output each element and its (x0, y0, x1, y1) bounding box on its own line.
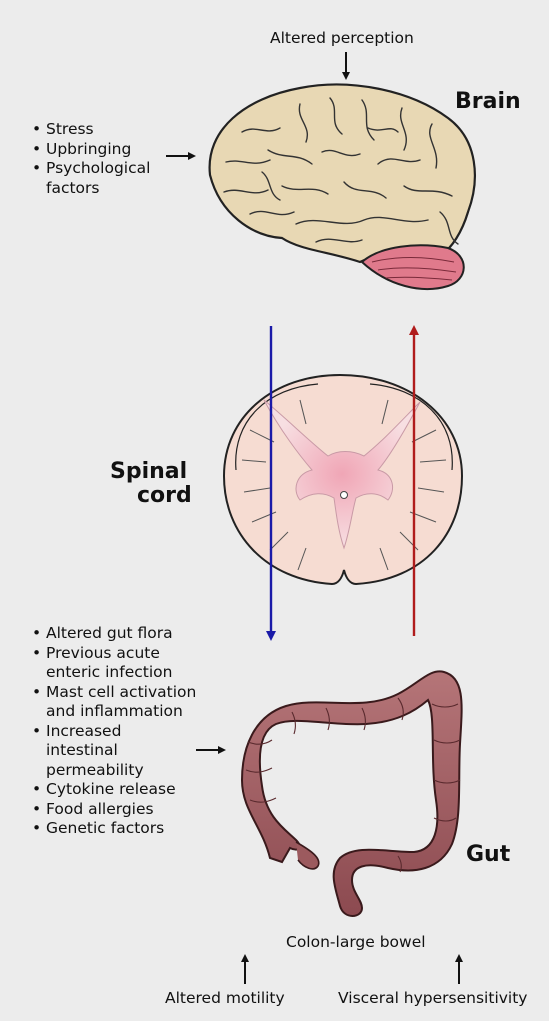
gut-factor-item-text: Mast cell activation (46, 683, 196, 703)
altered-motility-label: Altered motility (165, 988, 285, 1008)
gut-factor-item: Altered gut flora (32, 624, 196, 644)
colon-illustration (242, 671, 462, 916)
brain-factor-item: Upbringing (32, 140, 150, 160)
visceral-hypersensitivity-label: Visceral hypersensitivity (338, 988, 527, 1008)
gut-factor-item-text: Food allergies (46, 800, 196, 820)
spinal-cord-label-line2: cord (137, 484, 192, 508)
brain-label: Brain (455, 90, 521, 114)
gut-factor-item-text: Genetic factors (46, 819, 196, 839)
brain-factor-item-text: Stress (46, 120, 150, 140)
brain-illustration (210, 85, 475, 289)
gut-factor-item: Cytokine release (32, 780, 196, 800)
gut-factor-item-text: permeability (46, 761, 196, 781)
gut-factor-item-text: Previous acute (46, 644, 196, 664)
gut-factor-item-text: intestinal (46, 741, 196, 761)
brain-factors-list: StressUpbringingPsychologicalfactors (32, 120, 150, 198)
brain-factor-item-text: Upbringing (46, 140, 150, 160)
gut-label: Gut (466, 843, 510, 867)
gut-factor-item-text: Altered gut flora (46, 624, 196, 644)
colon-label: Colon-large bowel (286, 932, 426, 952)
spinal-cord-label-line1: Spinal (110, 460, 187, 484)
altered-perception-label: Altered perception (270, 28, 414, 48)
gut-factor-item-text: and inflammation (46, 702, 196, 722)
spinal-cord-cross-section (224, 375, 462, 584)
gut-factor-item-text: Increased (46, 722, 196, 742)
brain-factor-item: Stress (32, 120, 150, 140)
gut-factor-item: Genetic factors (32, 819, 196, 839)
brain-factor-item-text: factors (46, 179, 150, 199)
gut-factor-item-text: enteric infection (46, 663, 196, 683)
gut-factor-item: Food allergies (32, 800, 196, 820)
brain-factor-item-text: Psychological (46, 159, 150, 179)
gut-factor-item-text: Cytokine release (46, 780, 196, 800)
